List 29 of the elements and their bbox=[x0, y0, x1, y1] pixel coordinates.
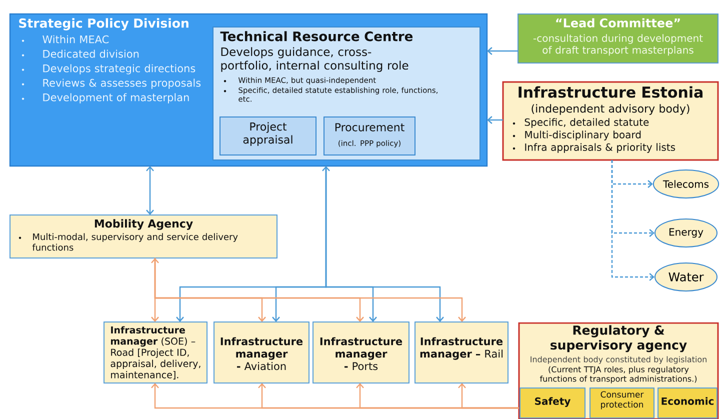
manager-box: Infrastructure manager - Aviation bbox=[214, 321, 310, 384]
agency-box: Mobility Agency Multi-modal, supervisory and service delivery functions bbox=[10, 214, 278, 258]
advisory-box: Infrastructure Estonia (independent advisory body) Specific, detailed statute Multi-disciplinary board Infra appraisals & priority lists bbox=[502, 81, 719, 161]
bullet-item: Within MEAC bbox=[22, 35, 109, 44]
committee-box: “Lead Committee” -consultation during development of draft transport masterplans bbox=[518, 14, 718, 64]
connector-arrow bbox=[176, 166, 330, 322]
bullet-item: Multi-modal, supervisory and service delivery functions bbox=[18, 233, 238, 251]
connector-arrow bbox=[487, 47, 518, 55]
connector-arrow bbox=[146, 166, 154, 215]
connector-arrow bbox=[325, 166, 444, 322]
function-box: Economic bbox=[658, 387, 718, 418]
function-box: Consumer protection bbox=[590, 387, 654, 418]
bullet-item: Develops strategic directions bbox=[22, 64, 196, 74]
connector-arrow bbox=[458, 382, 519, 409]
manager-box: Infrastructure manager (SOE) – Road [Project ID, appraisal, delivery, maintenance]. bbox=[104, 321, 208, 384]
connector-arrow bbox=[611, 160, 654, 281]
bullet-item: Development of masterplan bbox=[22, 93, 189, 104]
connector-arrow bbox=[487, 116, 503, 124]
unit-box: Project appraisal bbox=[220, 116, 316, 156]
bullet-item: Multi-disciplinary board bbox=[512, 130, 641, 140]
bullet-item: Reviews & assesses proposals bbox=[22, 78, 201, 89]
manager-box: Infrastructure manager – Rail bbox=[414, 321, 508, 384]
connector-arrow bbox=[151, 258, 159, 322]
manager-box: Infrastructure manager - Ports bbox=[312, 321, 410, 384]
bullet-item: Dedicated division bbox=[22, 50, 139, 58]
function-box: Safety bbox=[520, 387, 586, 418]
bullet-item: Infra appraisals & priority lists bbox=[512, 143, 676, 153]
bullet-item: Specific, detailed statute bbox=[512, 118, 649, 128]
connector-arrow bbox=[154, 258, 466, 322]
